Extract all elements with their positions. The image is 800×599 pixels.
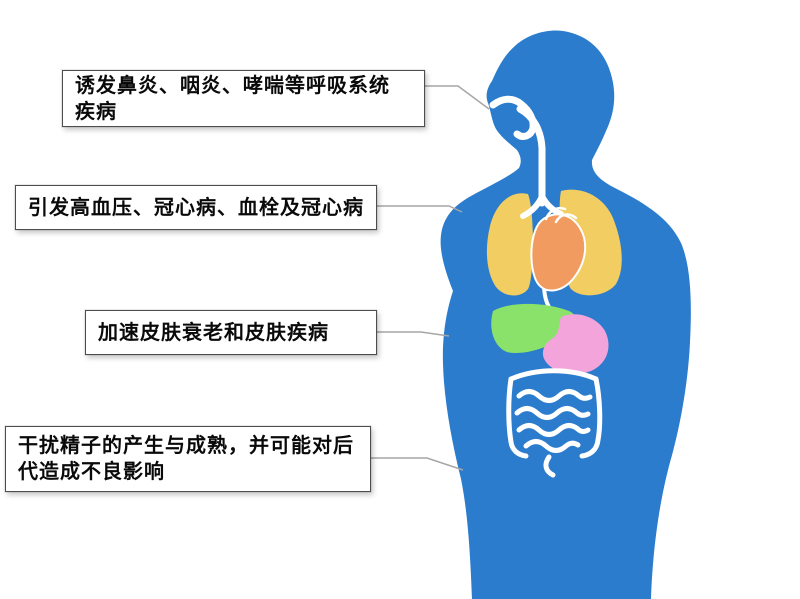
heart-shape [530,213,587,292]
connector-skin [377,331,450,337]
callout-reproductive-text: 干扰精子的产生与成熟，并可能对后 代造成不良影响 [18,435,354,483]
callout-cardiovascular: 引发高血压、冠心病、血栓及冠心病 [15,185,377,230]
callout-respiratory: 诱发鼻炎、咽炎、哮喘等呼吸系统 疾病 [62,70,425,127]
connector-cardio [377,205,463,213]
callout-skin: 加速皮肤衰老和皮肤疾病 [85,310,377,355]
callout-skin-text: 加速皮肤衰老和皮肤疾病 [98,321,329,344]
connector-repro [370,457,464,471]
stomach-shape [542,314,609,374]
callout-reproductive: 干扰精子的产生与成熟，并可能对后 代造成不良影响 [5,426,371,492]
lung-left-shape [486,193,533,296]
callout-respiratory-text: 诱发鼻炎、咽炎、哮喘等呼吸系统 疾病 [75,74,390,123]
connector-respiratory [425,85,490,110]
callout-cardiovascular-text: 引发高血压、冠心病、血栓及冠心病 [28,196,364,219]
intestines-shape [506,368,603,478]
heart-vessels-icon [544,206,578,224]
